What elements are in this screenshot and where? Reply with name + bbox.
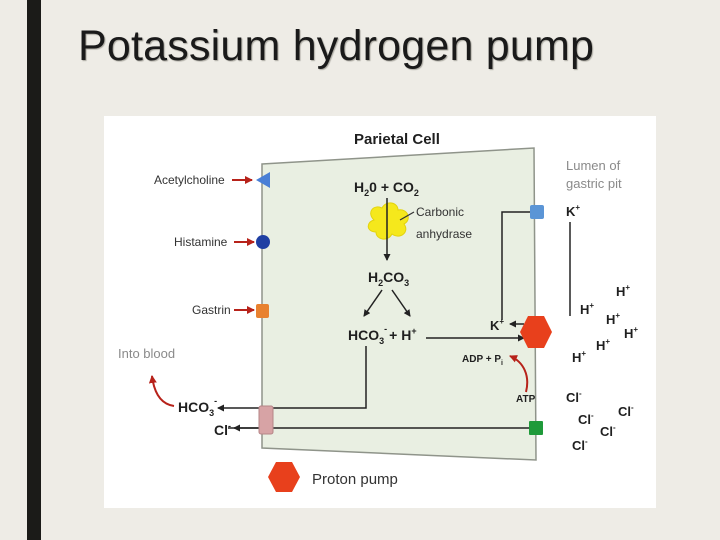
legend-proton-pump-icon (268, 462, 300, 492)
label-gastrin: Gastrin (192, 303, 231, 317)
cl-ion: Cl- (578, 411, 594, 427)
enzyme-label-line2: anhydrase (416, 227, 472, 241)
carbonic-acid: H2CO3 (368, 269, 409, 288)
proton-pump-icon (520, 316, 552, 348)
split-arrow-left (363, 289, 383, 317)
into-blood-arrow (148, 375, 175, 407)
potassium-channel-icon (530, 205, 544, 219)
h-ion: H+ (606, 311, 620, 327)
label-histamine: Histamine (174, 235, 228, 249)
gastrin-receptor-icon (256, 304, 269, 318)
cl-ion: Cl- (618, 403, 634, 419)
enzyme-pointer (399, 211, 415, 221)
parietal-cell-diagram: Parietal Cell Lumen of gastric pit Acety… (104, 116, 656, 508)
h-ion: H+ (596, 337, 610, 353)
atp-to-adp-arrow (509, 355, 529, 393)
lumen-label-line1: Lumen of (566, 158, 621, 173)
chloride-inside: Cl- (214, 421, 231, 438)
into-blood-label: Into blood (118, 346, 175, 361)
carbonic-anhydrase-icon (367, 202, 409, 240)
slide-title: Potassium hydrogen pump (78, 22, 595, 70)
bicarbonate-outside: HCO3- (178, 396, 217, 418)
bicarbonate-chloride-exchanger-icon (258, 405, 274, 435)
h-ion: H+ (616, 283, 630, 299)
split-arrow-right (391, 289, 411, 317)
lumen-label-line2: gastric pit (566, 176, 622, 191)
cell-body (261, 147, 537, 461)
histamine-receptor-icon (256, 235, 270, 249)
potassium-outside: K+ (566, 203, 580, 219)
h-ion: H+ (624, 325, 638, 341)
slide-accent-bar (27, 0, 41, 540)
potassium-path-in (501, 211, 536, 320)
h-ion: H+ (580, 301, 594, 317)
cl-ion: Cl- (572, 437, 588, 453)
potassium-inside: K+ (490, 317, 504, 333)
diagram-canvas: Parietal Cell Lumen of gastric pit Acety… (118, 131, 638, 492)
cl-ion: Cl- (566, 389, 582, 405)
acetylcholine-receptor-icon (256, 172, 270, 188)
adp-label: ADP + Pi (462, 354, 503, 367)
chloride-channel-icon (529, 421, 543, 435)
water-co2-equation: H20 + CO2 (354, 179, 419, 198)
legend-label: Proton pump (312, 471, 398, 488)
h-ion: H+ (572, 349, 586, 365)
cell-title: Parietal Cell (354, 131, 440, 148)
cl-ion: Cl- (600, 423, 616, 439)
bicarbonate-plus-h: HCO3-+ H+ (348, 324, 417, 346)
label-acetylcholine: Acetylcholine (154, 173, 225, 187)
enzyme-label-line1: Carbonic (416, 205, 464, 219)
atp-label: ATP (516, 394, 536, 405)
